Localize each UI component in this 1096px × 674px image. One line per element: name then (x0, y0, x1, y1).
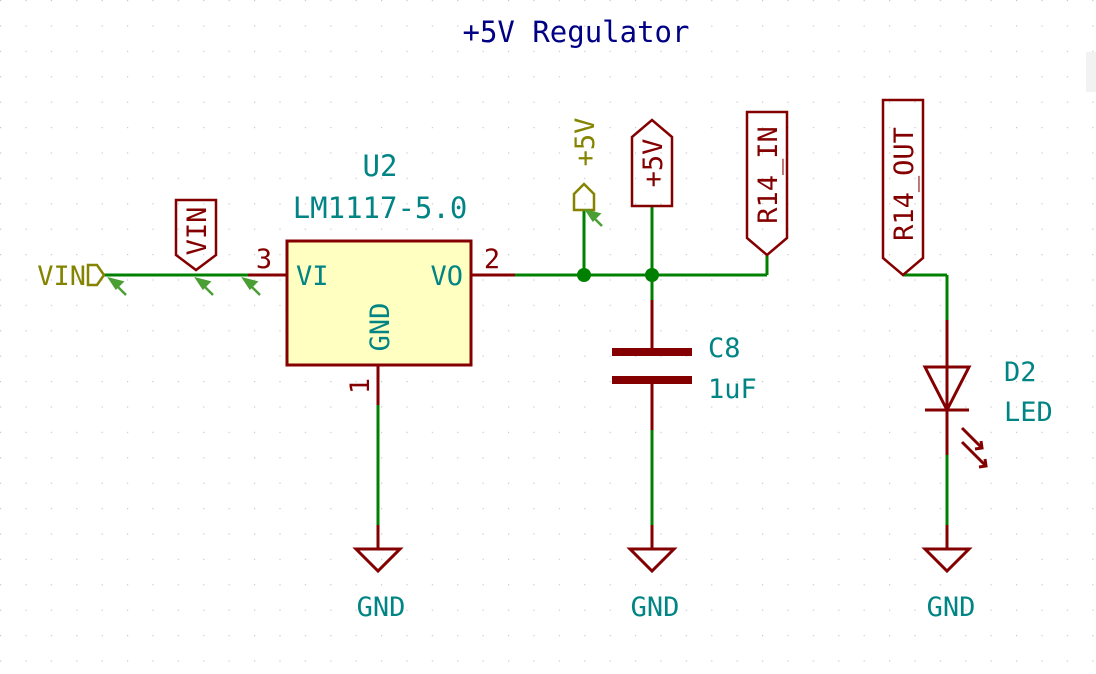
plus5v-flag-text: +5V (570, 118, 601, 167)
ground-label: GND (357, 592, 406, 623)
erc-arrow-icon (241, 277, 261, 296)
ground-symbol-reg[interactable]: GND (352, 525, 406, 623)
r14-in-text: R14_IN (753, 126, 784, 224)
led-value: LED (1004, 397, 1053, 428)
erc-arrow-icon (584, 209, 603, 227)
erc-arrow-icon (107, 277, 127, 296)
erc-markers (107, 209, 603, 296)
led-emission-arrows-icon (960, 426, 988, 469)
power-flag-icon (572, 182, 596, 212)
cap-value: 1uF (708, 374, 757, 405)
regulator-u2[interactable]: U2 LM1117-5.0 VI VO GND 3 2 1 (248, 149, 515, 405)
pin-vo-number: 2 (484, 244, 500, 275)
cap-reference: C8 (708, 333, 741, 364)
pin-gnd-number: 1 (345, 378, 376, 394)
r14-in-label[interactable]: R14_IN (745, 110, 789, 257)
ground-symbol-led[interactable]: GND (921, 525, 976, 623)
plus5v-global-label[interactable]: +5V (630, 118, 674, 208)
regulator-value: LM1117-5.0 (293, 191, 468, 225)
global-label-shape (174, 198, 218, 272)
global-label-shape (881, 98, 925, 277)
r14-out-label[interactable]: R14_OUT (881, 98, 925, 277)
led-triangle (922, 365, 972, 414)
wires (104, 206, 949, 525)
vin-port-text: VIN (37, 261, 86, 292)
global-label-shape (745, 110, 789, 257)
erc-arrow-icon (194, 277, 214, 296)
ground-symbol-cap[interactable]: GND (626, 525, 680, 623)
regulator-body (285, 239, 473, 367)
sheet-title: +5V Regulator (463, 15, 690, 49)
vin-port-label[interactable]: VIN (37, 261, 106, 292)
pin-vo-name: VO (430, 261, 463, 292)
junction-dot (577, 268, 591, 282)
led-d2[interactable]: D2 LED (922, 320, 1053, 469)
scrollbar-edge[interactable] (1086, 52, 1096, 92)
capacitor-c8[interactable]: C8 1uF (612, 300, 757, 430)
vin-global-text: VIN (182, 207, 213, 256)
vin-global-label[interactable]: VIN (174, 198, 218, 272)
pin-vi-number: 3 (256, 244, 272, 275)
led-reference: D2 (1004, 357, 1037, 388)
ground-label: GND (631, 592, 680, 623)
plus5v-power-flag[interactable]: +5V (570, 118, 601, 212)
pin-vi-name: VI (296, 261, 329, 292)
pin-gnd-name: GND (365, 303, 396, 352)
port-shape-icon (86, 263, 106, 287)
regulator-reference: U2 (363, 149, 398, 183)
plus5v-global-text: +5V (638, 139, 669, 188)
junction-dot (645, 268, 659, 282)
r14-out-text: R14_OUT (889, 127, 920, 241)
ground-label: GND (927, 592, 976, 623)
global-label-shape (630, 118, 674, 208)
